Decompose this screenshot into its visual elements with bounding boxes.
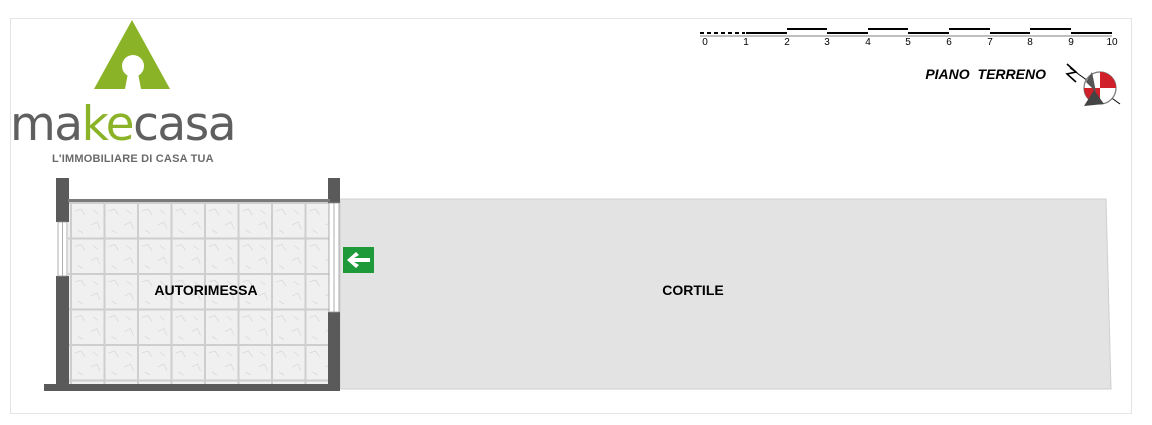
brand-name: makecasa: [10, 93, 236, 157]
scale-label: 5: [905, 37, 911, 48]
scale-bar-graphic: [700, 28, 1112, 37]
north-arrow-icon: [1065, 63, 1121, 106]
scale-label: 6: [946, 37, 952, 48]
brand-name-prefix: ma: [10, 97, 83, 152]
brand-tagline: L'IMMOBILIARE DI CASA TUA: [52, 153, 214, 165]
floor-title: PIANO TERRENO: [925, 66, 1046, 82]
scale-label: 9: [1068, 37, 1074, 48]
house-keyhole-icon: [94, 20, 170, 89]
brand-name-suffix: casa: [133, 97, 236, 152]
garage-floor: [68, 200, 330, 386]
room-label-garage: AUTORIMESSA: [154, 282, 258, 298]
scale-label: 10: [1106, 37, 1118, 48]
scale-label: 2: [784, 37, 790, 48]
scale-label: 1: [743, 37, 749, 48]
scale-label: 8: [1027, 37, 1033, 48]
scale-bar: 0 1 2 3 4 5 6 7 8 9 10: [690, 24, 1120, 54]
drawing-frame: [10, 18, 1132, 414]
scale-label: 3: [824, 37, 830, 48]
garage-walls: [44, 178, 340, 391]
scale-label: 0: [702, 37, 708, 48]
room-label-courtyard: CORTILE: [662, 282, 724, 298]
scale-label: 4: [865, 37, 871, 48]
exit-arrow-icon: [343, 247, 374, 273]
brand-name-accent: ke: [81, 97, 135, 152]
window-openings: [57, 202, 340, 313]
logo-mark: [94, 20, 170, 89]
scale-label: 7: [987, 37, 993, 48]
courtyard-area: [339, 198, 1112, 390]
